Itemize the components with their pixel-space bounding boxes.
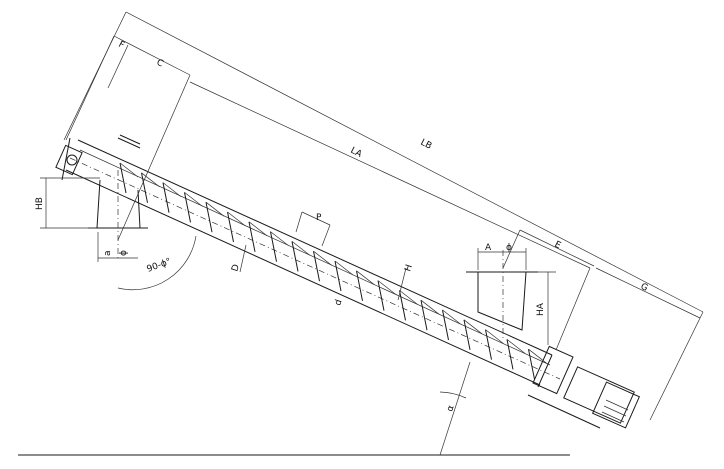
screw-flight [528, 349, 535, 380]
screw-flight [420, 300, 428, 331]
screw-flight-edge [291, 241, 311, 256]
label-angle-alpha: α [445, 404, 456, 413]
screw-flight [377, 280, 385, 311]
screw-flight-edge [162, 182, 182, 197]
screw-flight-edge [485, 329, 504, 344]
label-LB: LB [419, 138, 434, 152]
screw-flight-edge [119, 162, 139, 178]
label-P: P [316, 213, 322, 223]
screw-flight [291, 241, 299, 272]
dimension-lines [40, 11, 704, 456]
label-HA: HA [536, 302, 546, 316]
screw-flight-edge [356, 270, 375, 286]
trough-body [55, 134, 641, 429]
label-H: H [403, 263, 415, 273]
screw-flight-edge [420, 299, 440, 315]
label-phi-inlet: ϕ [119, 250, 129, 256]
screw-flight [334, 260, 342, 292]
label-D: D [230, 263, 242, 273]
screw-flight [313, 251, 320, 282]
screw-flight [442, 309, 449, 341]
screw-flight [399, 290, 406, 321]
screw-flight-edge [313, 250, 332, 266]
screw-flight [205, 202, 213, 233]
label-angle-90: 90-ϕ° [146, 257, 173, 275]
screw-flight-edge [270, 231, 289, 246]
screw-flight-edge [377, 280, 397, 295]
screw-flight-edge [399, 290, 418, 305]
label-A: A [485, 243, 492, 253]
screw-flight-edge [334, 260, 354, 276]
label-E: E [553, 240, 563, 252]
label-d: d [333, 298, 344, 307]
label-G: G [639, 282, 650, 294]
screw-flight [356, 270, 363, 301]
screw-flight-edge [205, 201, 225, 217]
screw-flight-edge [463, 319, 483, 335]
label-phi-outlet: ϕ [506, 243, 512, 253]
label-F: F [117, 40, 126, 51]
screw-flight [463, 319, 471, 350]
screw-flight-edge [528, 348, 547, 364]
label-a-inlet: a [103, 250, 113, 256]
screw-flight-edge [506, 339, 526, 354]
screw-flight-edge [184, 192, 203, 207]
screw-flight-edge [248, 221, 268, 237]
label-LA: LA [349, 146, 364, 160]
screw-flight [485, 329, 492, 360]
screw-flight [248, 221, 256, 252]
screw-flight [119, 162, 127, 194]
label-HB: HB [35, 197, 45, 210]
label-C: C [155, 58, 165, 70]
screw-flight [184, 192, 191, 223]
screw-flights [119, 162, 547, 380]
screw-flight [270, 231, 277, 262]
screw-flight [162, 182, 170, 213]
screw-flight [227, 211, 234, 243]
screw-flight-edge [141, 172, 160, 188]
screw-flight-edge [227, 211, 246, 227]
dimension-labels: F C LB LA HB P D H d A ϕ E G HA a ϕ 90-ϕ… [35, 40, 649, 413]
screw-flight [506, 339, 514, 370]
screw-flight [141, 172, 148, 203]
screw-flight-edge [442, 309, 461, 325]
